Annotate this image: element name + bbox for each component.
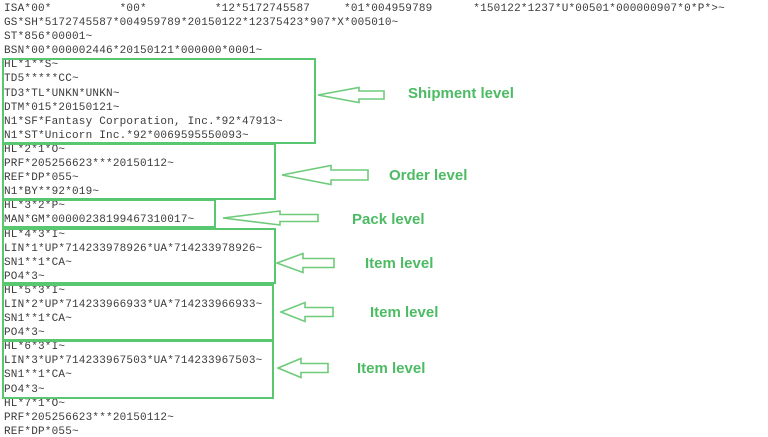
item-level-label-2: Item level (370, 304, 439, 321)
pack-level-label: Pack level (352, 211, 425, 228)
item-level-arrow-icon-3 (277, 357, 329, 379)
shipment-level-arrow-icon (317, 86, 385, 104)
item-level-arrow-icon-1 (276, 252, 335, 274)
edi-document-text: ISA*00* *00* *12*5172745587 *01*00495978… (4, 3, 725, 437)
item-level-label-1: Item level (365, 255, 434, 272)
item-level-arrow-icon-2 (280, 301, 334, 323)
order-level-label: Order level (389, 167, 468, 184)
item-level-label-3: Item level (357, 360, 426, 377)
shipment-level-label: Shipment level (408, 85, 514, 102)
order-level-arrow-icon (281, 164, 369, 186)
pack-level-arrow-icon (222, 210, 319, 226)
